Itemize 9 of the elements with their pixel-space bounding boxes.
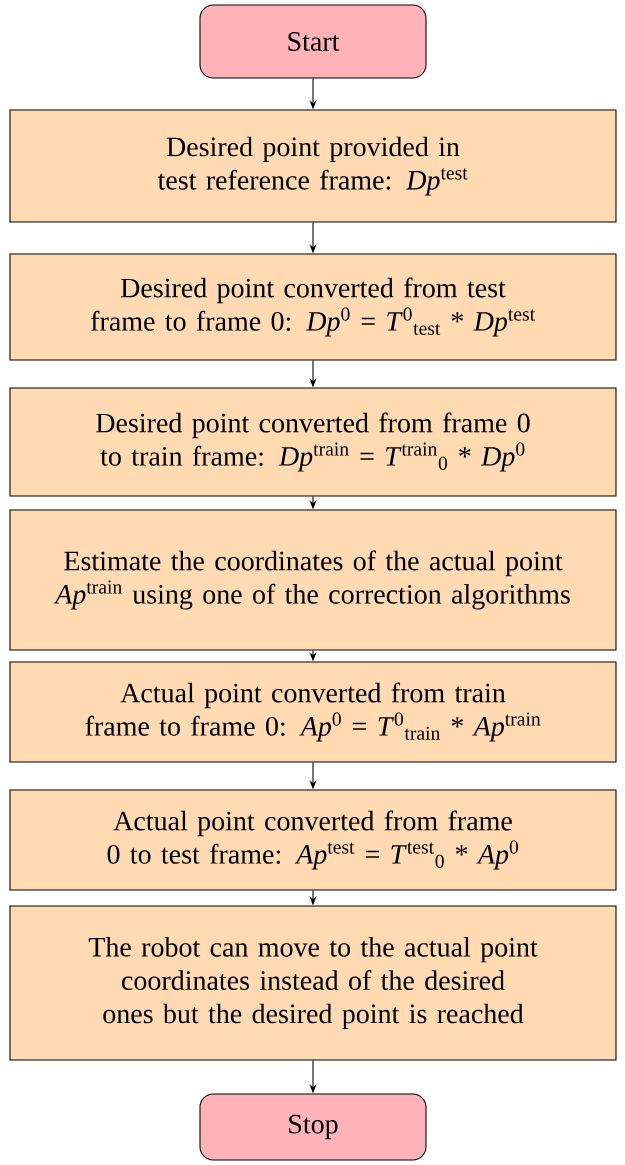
process-box: Desired point converted from frame 0 to train frame: Dp$^{train}$ = T$^{train}$$_{0}$ *Dp$^{0}$ [9, 387, 617, 497]
process-box: Estimate the coordinates of the actual point Ap$^{train}$ using one of the correction algorithms [9, 509, 617, 651]
process-box: Actual point converted from train frame to frame 0: Ap$^{0}$ = T$^{0}$$_{train}$ *Ap$^{train}$ [9, 661, 617, 763]
process-box: Desired point provided in test reference frame: Dp$^{test}$ [9, 109, 617, 223]
process-box: Actual point converted from frame 0 to test frame: Ap$^{test}$ = T$^{test}$$_{0}$ *Ap$^{0}$ [9, 789, 617, 891]
process-box: Desired point converted from test frame to frame 0: Dp$^{0}$ = T$^{0}$$_{test}$ *Dp$^{test}$ [9, 253, 617, 361]
terminal-box: Start [199, 4, 427, 79]
terminal-box: Stop [199, 1093, 427, 1161]
process-box: The robot can move to the actual point coordinates instead of the desired ones but the desired point is reached [9, 905, 617, 1061]
